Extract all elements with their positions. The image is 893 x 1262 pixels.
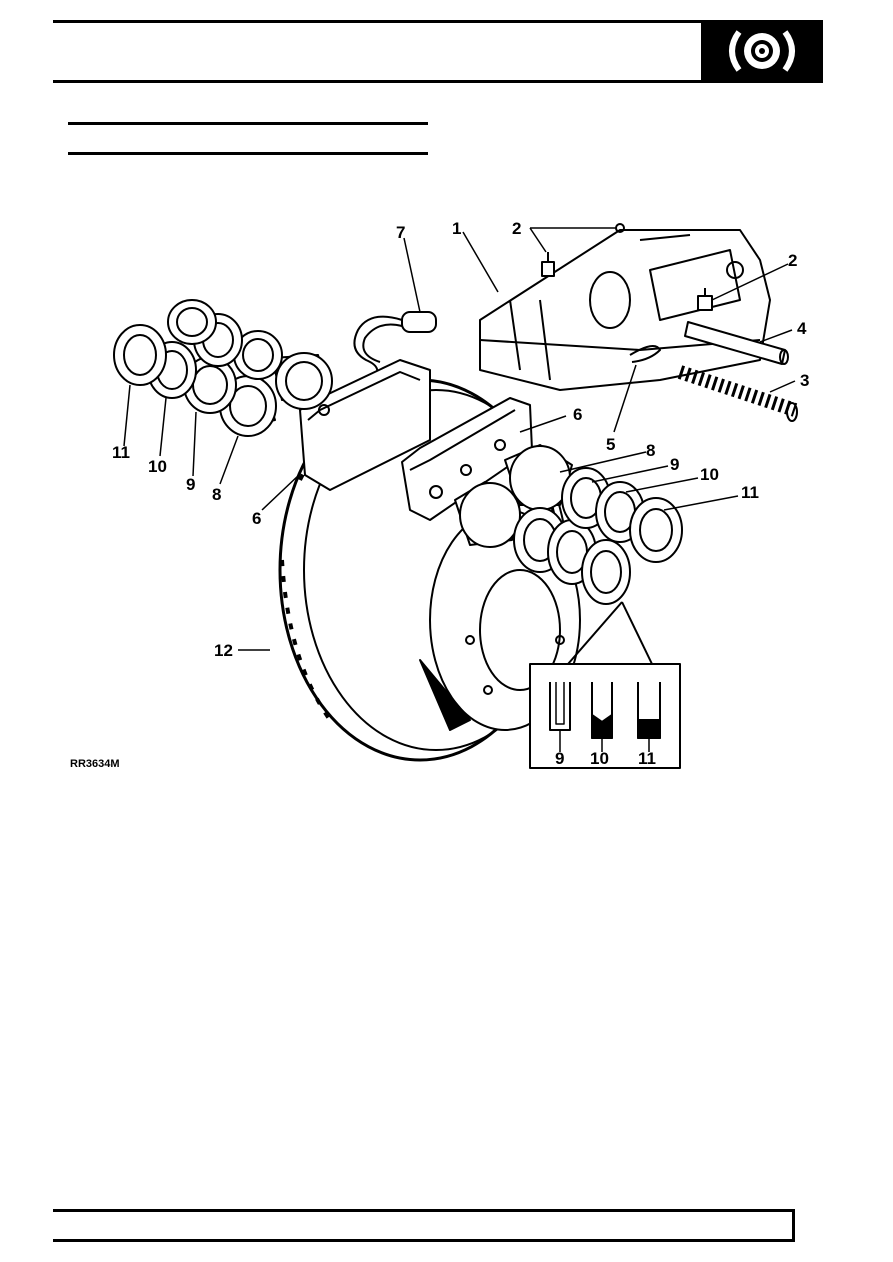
callout-8-right: 8 [646, 441, 655, 460]
header-bottom-rule [53, 80, 701, 83]
callout-8-left: 8 [212, 485, 221, 504]
callout-9-left: 9 [186, 475, 195, 494]
callout-11-right: 11 [741, 483, 759, 502]
callout-9-right: 9 [670, 455, 679, 474]
callout-5: 5 [606, 435, 615, 454]
callout-10-left: 10 [148, 457, 167, 476]
bleed-screw-left [541, 252, 555, 277]
section-icon-box [701, 20, 823, 83]
brake-caliper-exploded-diagram: 1 2 2 3 4 5 6 6 7 8 8 9 9 9 10 10 10 11 … [70, 219, 809, 770]
callout-10-right: 10 [700, 465, 719, 484]
brake-pad-left [299, 359, 431, 491]
pistons-right [454, 444, 573, 548]
anti-rattle-spring [677, 365, 798, 422]
figure-reference: RR3634M [70, 758, 120, 770]
callout-10-detail: 10 [590, 749, 609, 768]
callout-7: 7 [396, 223, 405, 242]
callout-6-left: 6 [252, 509, 261, 528]
title-rule-lower [68, 152, 428, 155]
callout-11-detail: 11 [638, 749, 656, 768]
pad-wear-sensor [353, 311, 437, 381]
callout-2-left: 2 [512, 219, 521, 238]
leader-lines [123, 227, 796, 752]
callout-2-right: 2 [788, 251, 797, 270]
bleed-screw-right [697, 288, 713, 311]
callout-12: 12 [214, 641, 233, 660]
header-top-rule [53, 20, 701, 23]
retaining-pin [684, 321, 789, 365]
callout-6-right: 6 [573, 405, 582, 424]
split-pin [629, 345, 661, 363]
title-rule-upper [68, 122, 428, 125]
seals-right [513, 467, 683, 605]
callout-1: 1 [452, 219, 461, 238]
caliper-body [479, 229, 771, 391]
seals-left [113, 299, 283, 414]
callout-9-detail: 9 [555, 749, 564, 768]
brake-disc-icon [729, 30, 795, 72]
seal-section-detail [529, 601, 681, 769]
footer-box [53, 1209, 795, 1242]
callout-11-left: 11 [112, 443, 130, 462]
callout-4: 4 [797, 319, 807, 338]
callout-3: 3 [800, 371, 809, 390]
